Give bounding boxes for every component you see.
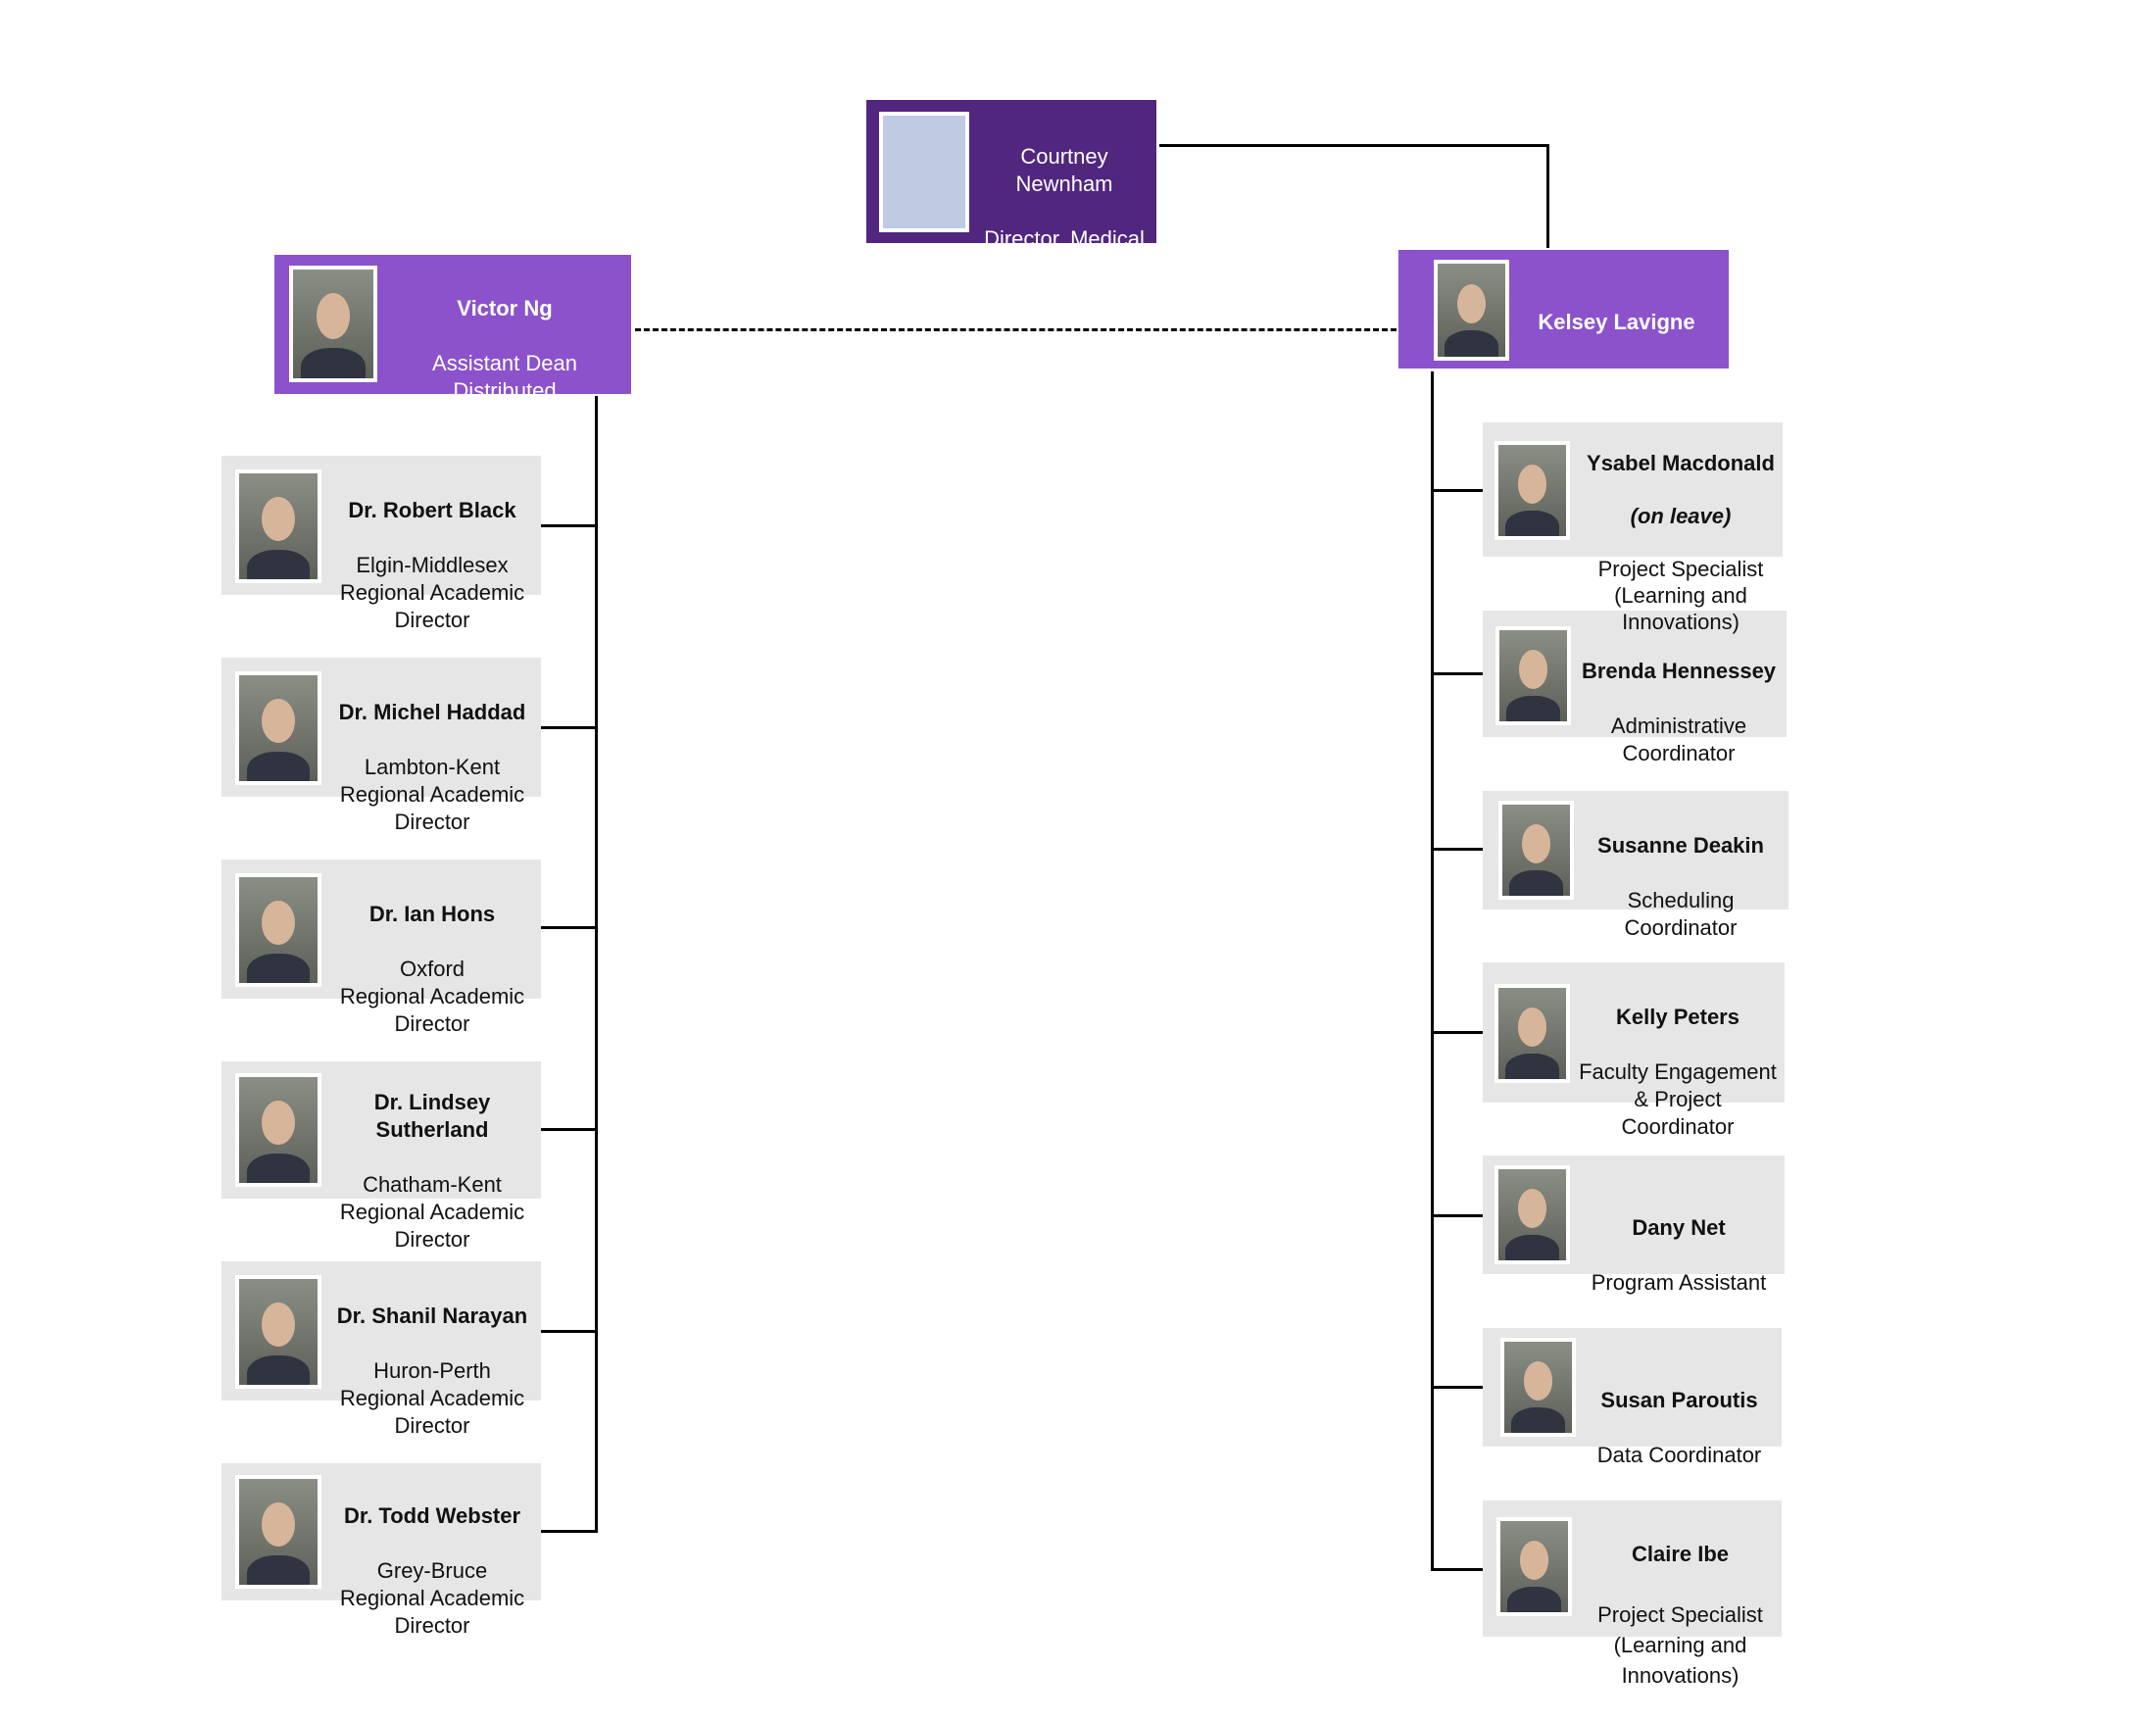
staff-card[interactable]: Susan Paroutis Data Coordinator: [1483, 1328, 1782, 1467]
connector-director-manager-down: [1546, 144, 1549, 248]
person-name: Kelsey Lavigne: [1538, 310, 1695, 334]
director-node[interactable]: Courtney Newnham Director, Medical Educa…: [866, 100, 1156, 278]
staff-card[interactable]: Claire Ibe Project Specialist (Learning …: [1483, 1500, 1782, 1688]
staff-card[interactable]: Dany Net Program Assistant: [1483, 1156, 1785, 1295]
card-text: Claire Ibe Project Specialist (Learning …: [1581, 1508, 1780, 1721]
branch-line: [1431, 672, 1483, 675]
dotted-connector-dean-manager: [635, 328, 1396, 331]
assistant-dean-node[interactable]: Victor Ng Assistant Dean Distributed Edu…: [274, 255, 631, 430]
person-photo: [1494, 1165, 1570, 1264]
person-photo: [1494, 441, 1570, 540]
person-name: Brenda Hennessey: [1581, 659, 1777, 683]
card-text: Susan Paroutis Data Coordinator: [1579, 1359, 1780, 1497]
director-text: Courtney Newnham Director, Medical Educa…: [972, 116, 1156, 308]
regional-director-card[interactable]: Dr. Michel Haddad Lambton-Kent Regional …: [221, 658, 541, 834]
branch-line: [1431, 1031, 1483, 1034]
manager-text: Kelsey Lavigne Manager: [1516, 281, 1717, 418]
branch-line: [1431, 1386, 1483, 1389]
person-photo: [235, 1275, 321, 1389]
person-photo: [235, 1475, 321, 1589]
person-name: Dr. Todd Webster: [343, 1503, 521, 1528]
person-title: Data Coordinator: [1596, 1443, 1762, 1467]
right-trunk-line: [1431, 371, 1434, 1571]
person-photo: [235, 873, 321, 987]
card-text: Susanne Deakin Scheduling Coordinator: [1578, 805, 1784, 969]
connector-director-manager: [1159, 144, 1549, 147]
person-title: Director, Medical Education: [984, 226, 1145, 278]
regional-director-card[interactable]: Dr. Robert Black Elgin-Middlesex Regiona…: [221, 456, 541, 632]
regional-director-card[interactable]: Dr. Shanil Narayan Huron-Perth Regional …: [221, 1261, 541, 1438]
person-title: Project Specialist (Learning and Innovat…: [1597, 557, 1764, 634]
left-trunk-line: [595, 396, 598, 1533]
person-photo: [1494, 984, 1570, 1083]
branch-line: [1431, 1568, 1483, 1571]
branch-line: [541, 1128, 597, 1131]
card-text: Dr. Robert Black Elgin-Middlesex Regiona…: [329, 469, 535, 662]
card-text: Dr. Todd Webster Grey-Bruce Regional Aca…: [329, 1475, 535, 1667]
branch-line: [541, 726, 597, 729]
person-title: Lambton-Kent Regional Academic Director: [339, 755, 525, 834]
card-text: Brenda Hennessey Administrative Coordina…: [1576, 630, 1782, 795]
leave-status: (on leave): [1630, 504, 1732, 528]
person-photo: [1500, 1338, 1576, 1437]
branch-line: [541, 1530, 597, 1533]
person-title: Chatham-Kent Regional Academic Director: [339, 1172, 525, 1252]
card-text: Dr. Michel Haddad Lambton-Kent Regional …: [329, 671, 535, 863]
person-name: Courtney Newnham: [1015, 144, 1113, 196]
branch-line: [1431, 848, 1483, 851]
person-name: Dr. Robert Black: [348, 498, 516, 522]
card-text: Kelly Peters Faculty Engagement & Projec…: [1573, 976, 1783, 1168]
person-title: Assistant Dean Distributed Education: [432, 351, 577, 430]
person-title: Huron-Perth Regional Academic Director: [339, 1358, 525, 1438]
person-title: Faculty Engagement & Project Coordinator: [1579, 1059, 1777, 1139]
person-name: Dr. Michel Haddad: [338, 700, 526, 724]
person-photo: [235, 671, 321, 785]
manager-node[interactable]: Kelsey Lavigne Manager: [1398, 250, 1729, 389]
person-name: Dr. Lindsey Sutherland: [373, 1090, 491, 1142]
card-text: Dr. Lindsey Sutherland Chatham-Kent Regi…: [329, 1061, 535, 1281]
person-title: Manager: [1574, 365, 1659, 389]
person-photo: [289, 266, 377, 382]
person-title: Elgin-Middlesex Regional Academic Direct…: [339, 553, 525, 632]
staff-card[interactable]: Kelly Peters Faculty Engagement & Projec…: [1483, 962, 1785, 1139]
person-name: Dr. Shanil Narayan: [336, 1303, 528, 1328]
card-text: Dr. Ian Hons Oxford Regional Academic Di…: [329, 873, 535, 1065]
person-photo: [235, 469, 321, 583]
person-name: Susan Paroutis: [1600, 1388, 1758, 1412]
person-photo: [1496, 1517, 1572, 1616]
person-title: Grey-Bruce Regional Academic Director: [339, 1558, 525, 1638]
card-text: Dr. Shanil Narayan Huron-Perth Regional …: [329, 1275, 535, 1467]
person-photo: [1498, 801, 1574, 900]
person-title: Scheduling Coordinator: [1624, 888, 1738, 940]
branch-line: [1431, 1214, 1483, 1217]
person-photo: [1434, 260, 1509, 361]
photo-placeholder: [879, 112, 969, 232]
card-text: Dany Net Program Assistant: [1576, 1187, 1782, 1324]
person-name: Dany Net: [1632, 1215, 1726, 1240]
staff-card[interactable]: Ysabel Macdonald (on leave) Project Spec…: [1483, 422, 1783, 634]
person-name: Kelly Peters: [1616, 1005, 1740, 1029]
regional-director-card[interactable]: Dr. Ian Hons Oxford Regional Academic Di…: [221, 860, 541, 1036]
person-name: Claire Ibe: [1631, 1542, 1730, 1566]
person-title: Project Specialist (Learning and Innovat…: [1597, 1602, 1763, 1688]
branch-line: [541, 926, 597, 929]
person-title: Program Assistant: [1591, 1270, 1767, 1295]
branch-line: [1431, 489, 1483, 492]
card-text: Ysabel Macdonald (on leave) Project Spec…: [1581, 423, 1781, 662]
assistant-dean-text: Victor Ng Assistant Dean Distributed Edu…: [392, 268, 617, 460]
staff-card[interactable]: Susanne Deakin Scheduling Coordinator: [1483, 791, 1788, 940]
person-title: Oxford Regional Academic Director: [339, 957, 525, 1036]
person-photo: [235, 1073, 321, 1187]
person-name: Victor Ng: [457, 296, 553, 320]
regional-director-card[interactable]: Dr. Lindsey Sutherland Chatham-Kent Regi…: [221, 1061, 541, 1252]
branch-line: [541, 524, 597, 527]
person-photo: [1495, 626, 1571, 725]
person-name: Ysabel Macdonald: [1587, 451, 1775, 475]
branch-line: [541, 1330, 597, 1333]
regional-director-card[interactable]: Dr. Todd Webster Grey-Bruce Regional Aca…: [221, 1463, 541, 1638]
person-title: Administrative Coordinator: [1610, 713, 1747, 765]
person-name: Dr. Ian Hons: [368, 902, 496, 926]
staff-card[interactable]: Brenda Hennessey Administrative Coordina…: [1483, 611, 1787, 765]
person-name: Susanne Deakin: [1597, 833, 1764, 858]
